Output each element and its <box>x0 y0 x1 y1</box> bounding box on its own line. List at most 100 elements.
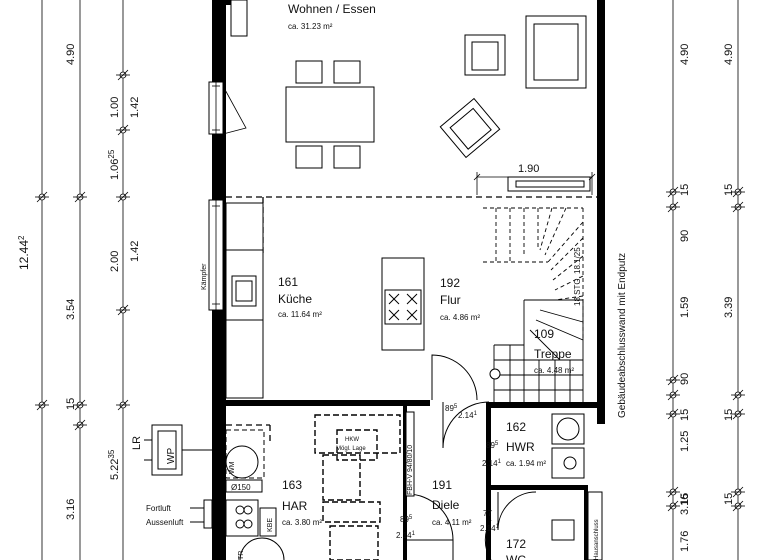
door-wc <box>497 491 537 531</box>
kitchen-furniture <box>225 202 425 399</box>
kaempfer-label: Kämpfer <box>201 263 208 290</box>
room-treppe-number: 109 <box>534 327 554 341</box>
lr-label: LR <box>131 436 143 450</box>
room-flur-area: ca. 4.86 m² <box>440 313 480 322</box>
room-hwr-area: ca. 1.94 m² <box>506 459 546 468</box>
storage-tank <box>239 537 285 560</box>
dimension-ticks <box>35 69 745 512</box>
hausanschluss-label: Hausanschluss <box>594 519 600 560</box>
kitchen-top-dimension <box>473 172 596 195</box>
dim-right-outer-6: 3.16 <box>679 494 691 515</box>
kbe-box <box>259 507 277 537</box>
room-diele-name: Diele <box>432 498 460 512</box>
stair-steps-label: 18 STG. 18.1/25 <box>573 247 582 306</box>
room-flur-number: 192 <box>440 276 460 290</box>
dim-right-inner-4: 1.59 <box>679 297 691 318</box>
newel-post <box>489 368 501 380</box>
cabinet-top <box>230 0 248 37</box>
dim-left-outer-4: 3.16 <box>65 499 77 520</box>
dryer <box>551 447 585 479</box>
wall-har-top <box>226 400 430 406</box>
sideboard-inner <box>515 180 585 188</box>
wp-label: WP <box>166 448 177 464</box>
fortluft-label: Fortluft <box>146 504 172 513</box>
hkw-label-2: Mögl. Lage <box>336 446 366 452</box>
wall-hwr-top <box>486 402 605 408</box>
room-har-number: 163 <box>282 478 302 492</box>
room-treppe-name: Treppe <box>534 347 572 361</box>
outdoor-heat-pump <box>144 424 213 529</box>
aussenluft-label: Aussenluft <box>146 518 184 527</box>
fbh-label: FBH-V 94/80/10 <box>407 445 414 495</box>
dim-right-inner-3: 90 <box>679 230 691 242</box>
staircase <box>483 207 584 402</box>
dim-left-window-2: 1.42 <box>129 241 141 262</box>
chair <box>333 145 361 169</box>
wm-label: WM <box>229 461 236 474</box>
room-kueche-name: Küche <box>278 292 312 306</box>
room-diele-area: ca. 4.11 m² <box>432 518 472 527</box>
dim-right-outer-5: 15 <box>723 493 735 505</box>
room-wc-name: WC <box>506 553 526 560</box>
storage-box <box>329 525 379 560</box>
room-kueche-area: ca. 11.64 m² <box>278 310 322 319</box>
dimension-lines <box>41 0 739 560</box>
living-furniture <box>230 0 591 192</box>
storage-box <box>322 454 361 501</box>
ventilation-unit <box>225 499 259 537</box>
dim-left-inner-2: 1.0625 <box>107 149 121 180</box>
dim-right-outer-3: 3.39 <box>723 297 735 318</box>
room-wc-number: 172 <box>506 537 526 551</box>
hkw-box <box>314 414 401 454</box>
dim-right-inner-7: 1.25 <box>679 431 691 452</box>
hausanschluss-box <box>587 491 603 560</box>
chair <box>295 60 323 84</box>
dim-left-outer-3: 15 <box>65 398 77 410</box>
dim-left-inner-3: 2.00 <box>109 251 121 272</box>
door-flur-width: 895 <box>445 404 458 413</box>
dim-total: 12.442 <box>17 235 31 270</box>
door-diele1-width: 895 <box>400 515 413 524</box>
tr-label: TR <box>238 551 245 560</box>
har-equipment <box>314 414 401 560</box>
wall-stub <box>226 0 232 5</box>
door-flur-height: 2.141 <box>458 411 478 420</box>
door-diele1-height: 2.141 <box>396 531 416 540</box>
room-wohnen-name: Wohnen / Essen <box>288 2 376 16</box>
dim-left-inner-4: 5.2235 <box>107 449 121 480</box>
door-flur <box>431 354 478 401</box>
east-wall <box>597 0 605 424</box>
kbe-label: KBE <box>267 518 274 532</box>
dim-right-inner-8: 15 <box>679 493 691 505</box>
room-kueche-number: 161 <box>278 275 298 289</box>
wp-unit <box>151 424 183 476</box>
dim-left-outer-1: 4.90 <box>65 44 77 65</box>
right-dimensions: 4.90 15 90 1.59 90 15 1.25 15 1.76 4.90 … <box>679 44 735 552</box>
dim-right-outer-2: 15 <box>723 184 735 196</box>
storage-box <box>322 501 381 523</box>
dim-left-window-1: 1.42 <box>129 97 141 118</box>
wc-sink <box>551 519 575 541</box>
hkw-label: HKW <box>345 437 359 443</box>
dim-left-outer-2: 3.54 <box>65 299 77 320</box>
pipe-zone <box>225 479 263 493</box>
chair <box>295 145 323 169</box>
dim-left-inner-1: 1.00 <box>109 97 121 118</box>
wall-diele-east <box>486 402 491 560</box>
hkw-inner <box>336 429 378 461</box>
room-hwr-name: HWR <box>506 440 535 454</box>
wall-har-east <box>403 406 407 560</box>
door-hwr-width: 895 <box>486 441 499 450</box>
dim-right-outer-1: 4.90 <box>723 44 735 65</box>
tank <box>225 445 259 479</box>
dim-right-inner-2: 15 <box>679 184 691 196</box>
hwr-fixtures <box>551 413 603 560</box>
room-wohnen-area: ca. 31.23 m² <box>288 22 333 31</box>
sofa-seat <box>533 23 579 81</box>
dining-table <box>285 86 375 143</box>
door-diele2-height: 2.141 <box>480 524 500 533</box>
pipe-label: Ø150 <box>231 483 251 492</box>
dim-right-inner-6: 15 <box>679 409 691 421</box>
